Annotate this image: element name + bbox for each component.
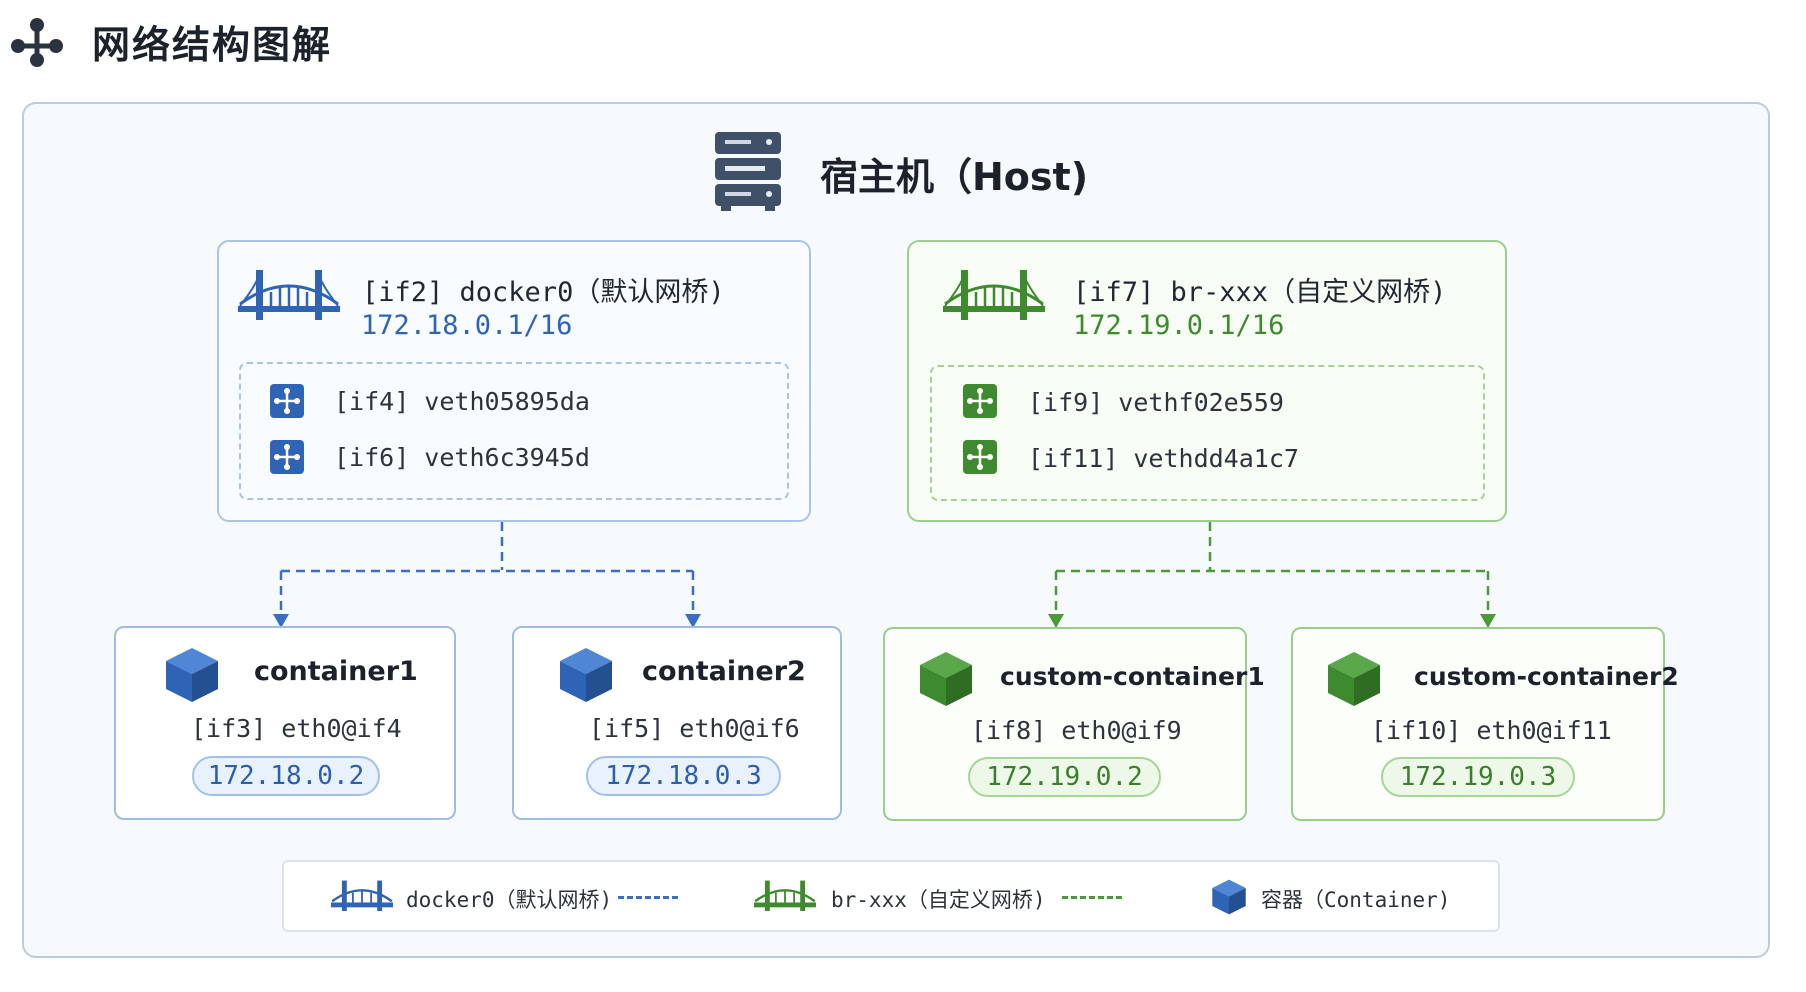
container-iface: [if3] eth0@if4 <box>191 714 402 743</box>
network-node-icon <box>270 384 304 418</box>
cube-icon <box>1212 879 1246 915</box>
bridge-name: [if2] docker0（默认网桥) <box>362 277 725 308</box>
container-iface: [if10] eth0@if11 <box>1371 716 1612 745</box>
bridge-ip: 172.19.0.1/16 <box>1073 310 1285 341</box>
container-ip: 172.19.0.3 <box>1381 757 1575 797</box>
bridge-icon <box>238 270 340 320</box>
host-title: 宿主机（Host) <box>820 155 1089 199</box>
network-node-icon <box>963 384 997 418</box>
legend-container-label: 容器（Container) <box>1261 888 1451 912</box>
cube-icon <box>166 648 218 702</box>
network-topology-icon <box>11 18 63 67</box>
container-iface: [if8] eth0@if9 <box>971 716 1182 745</box>
container-ip: 172.18.0.2 <box>192 756 380 796</box>
cube-icon <box>1328 652 1380 706</box>
container-name: custom-container1 <box>1000 662 1265 691</box>
server-icon <box>715 132 781 211</box>
container-ip: 172.18.0.3 <box>586 756 781 796</box>
veth-label: [if9] vethf02e559 <box>1028 388 1284 417</box>
cube-icon <box>560 648 612 702</box>
legend-docker0-line <box>618 896 678 899</box>
veth-group <box>239 362 789 500</box>
container-ip: 172.19.0.2 <box>968 757 1161 797</box>
container-name: container2 <box>642 656 806 687</box>
bridge-name: [if7] br-xxx（自定义网桥) <box>1073 277 1447 308</box>
bridge-icon <box>331 880 393 911</box>
legend <box>282 860 1500 932</box>
cube-icon <box>920 652 972 706</box>
page-title: 网络结构图解 <box>92 23 333 67</box>
veth-group <box>930 365 1485 501</box>
network-node-icon <box>963 440 997 474</box>
veth-label: [if11] vethdd4a1c7 <box>1028 444 1299 473</box>
legend-brxxx-line <box>1062 896 1122 899</box>
bridge-icon <box>943 270 1045 320</box>
bridge-ip: 172.18.0.1/16 <box>361 310 573 341</box>
container-iface: [if5] eth0@if6 <box>589 714 800 743</box>
container-name: custom-container2 <box>1414 662 1679 691</box>
network-node-icon <box>270 440 304 474</box>
legend-brxxx-label: br-xxx（自定义网桥) <box>831 888 1046 912</box>
legend-docker0-label: docker0（默认网桥) <box>406 888 613 912</box>
container-name: container1 <box>254 656 418 687</box>
veth-label: [if6] veth6c3945d <box>334 443 590 472</box>
veth-label: [if4] veth05895da <box>334 387 590 416</box>
bridge-icon <box>754 880 816 911</box>
host-frame <box>22 102 1770 958</box>
